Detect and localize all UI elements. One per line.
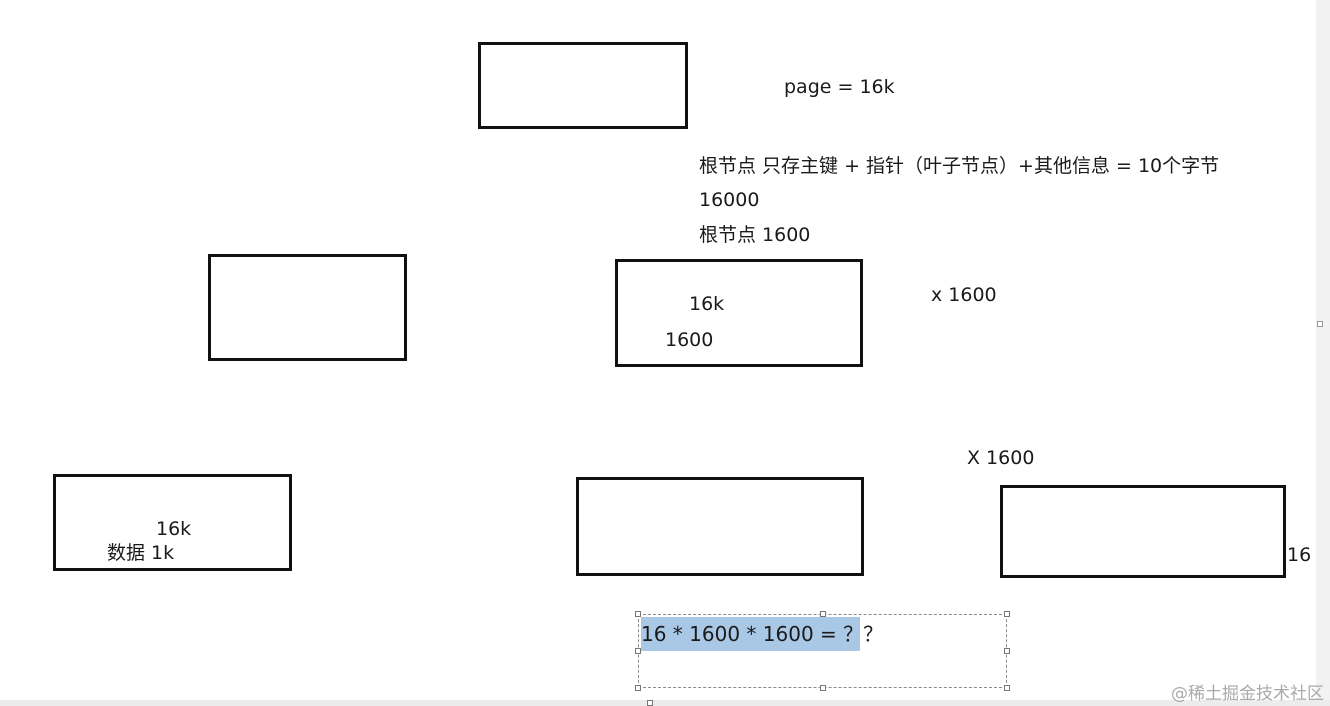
- mid-node-16k-label: 16k: [689, 293, 725, 315]
- leaf-node-box-left[interactable]: [53, 474, 292, 571]
- leaf-node-box-right[interactable]: [1000, 485, 1286, 578]
- root-count-label: 根节点 1600: [699, 224, 811, 246]
- leaf-node-box-center[interactable]: [576, 477, 864, 576]
- anchor-handle[interactable]: [647, 700, 653, 706]
- leaf-16k-label: 16k: [156, 518, 192, 540]
- resize-handle[interactable]: [635, 648, 641, 654]
- page-right-margin: [1316, 0, 1330, 700]
- page-edge-handle[interactable]: [1317, 321, 1323, 327]
- page-size-label: page = 16k: [784, 76, 895, 98]
- resize-handle[interactable]: [635, 611, 641, 617]
- resize-handle[interactable]: [1004, 648, 1010, 654]
- watermark-text: @稀土掘金技术社区: [1171, 684, 1324, 704]
- mid-node-box-center[interactable]: [615, 259, 863, 367]
- resize-handle[interactable]: [1004, 685, 1010, 691]
- resize-handle[interactable]: [635, 685, 641, 691]
- mid-node-1600-label: 1600: [665, 329, 714, 351]
- resize-handle[interactable]: [820, 611, 826, 617]
- leaf-data-label: 数据 1k: [107, 542, 175, 564]
- page-bottom-margin: [0, 700, 1330, 706]
- resize-handle[interactable]: [1004, 611, 1010, 617]
- formula-text[interactable]: 16 * 1600 * 1600 = ？？: [641, 622, 884, 646]
- root-note-label: 根节点 只存主键 + 指针（叶子节点）+其他信息 = 10个字节: [699, 155, 1220, 177]
- root-node-box[interactable]: [478, 42, 688, 129]
- mid-node-box-left[interactable]: [208, 254, 407, 361]
- resize-handle[interactable]: [820, 685, 826, 691]
- multiplier-mid-label: x 1600: [931, 284, 997, 306]
- leaf-16-label: 16: [1287, 544, 1312, 566]
- count-16000-label: 16000: [699, 189, 760, 211]
- multiplier-leaf-label: X 1600: [967, 447, 1035, 469]
- text-selection-highlight: [641, 617, 860, 651]
